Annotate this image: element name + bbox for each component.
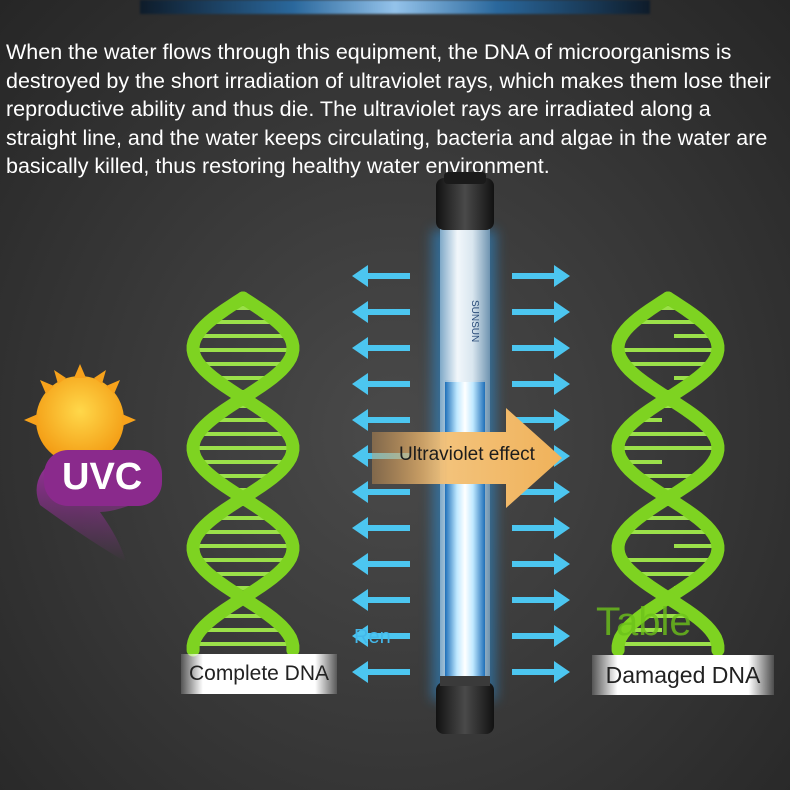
uvc-label: UVC xyxy=(62,456,143,498)
uv-arrow xyxy=(352,265,410,287)
dna-strand xyxy=(611,291,725,657)
uv-arrow xyxy=(352,661,410,683)
uv-arrow xyxy=(512,625,570,647)
uv-arrow xyxy=(512,409,570,431)
ren-label: Ren xyxy=(354,626,391,648)
dna-complete-helix xyxy=(186,291,300,657)
uv-arrow xyxy=(512,481,570,503)
uvc-sun-badge xyxy=(24,364,162,562)
dna-strand xyxy=(186,291,300,657)
dna-strand xyxy=(611,291,725,657)
uv-arrow xyxy=(352,589,410,611)
uv-arrow xyxy=(512,517,570,539)
uv-arrow xyxy=(512,265,570,287)
lamp-bottom-cap xyxy=(436,682,494,734)
uv-arrow xyxy=(352,337,410,359)
sun-icon xyxy=(24,364,136,464)
damaged-dna-label: Damaged DNA xyxy=(592,655,774,695)
uv-arrow xyxy=(512,337,570,359)
uv-arrow xyxy=(512,661,570,683)
complete-dna-label: Complete DNA xyxy=(181,654,337,694)
lamp-brand-text: SUNSUN xyxy=(469,300,480,342)
uv-arrow xyxy=(352,517,410,539)
description-text: When the water flows through this equipm… xyxy=(6,40,771,178)
uv-arrow xyxy=(512,553,570,575)
dna-damaged-helix xyxy=(611,291,725,657)
uv-arrows-right xyxy=(512,265,570,683)
table-watermark: Table xyxy=(596,600,692,644)
uv-arrow xyxy=(352,481,410,503)
top-device-strip xyxy=(140,0,650,14)
ultraviolet-effect-label: Ultraviolet effect xyxy=(399,444,535,465)
uv-arrow xyxy=(512,589,570,611)
uv-arrow xyxy=(352,553,410,575)
ultraviolet-effect-arrow xyxy=(372,408,562,508)
lamp-top-cap xyxy=(436,178,494,230)
uv-arrow xyxy=(512,373,570,395)
dna-strand xyxy=(186,291,300,657)
uv-arrows-left xyxy=(352,265,410,683)
uv-arrow xyxy=(352,409,410,431)
uv-arrow xyxy=(352,301,410,323)
uv-arrow xyxy=(352,373,410,395)
uv-arrow xyxy=(352,625,410,647)
uv-arrow xyxy=(512,301,570,323)
